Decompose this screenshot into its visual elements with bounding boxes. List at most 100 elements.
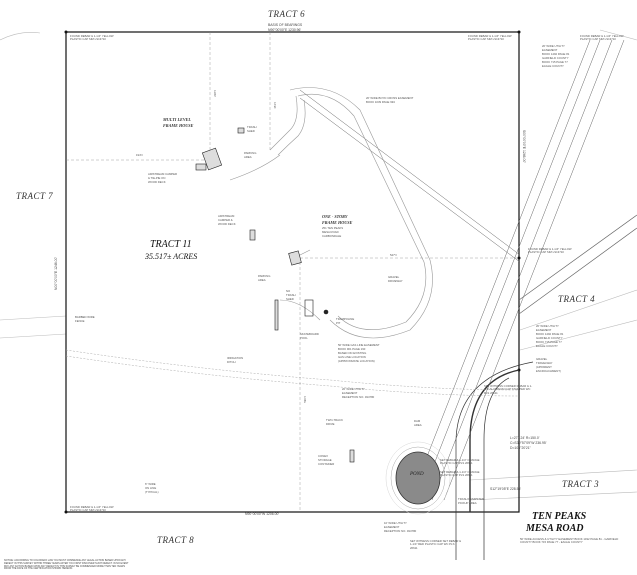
adjoining-lines: [0, 29, 637, 501]
monument-e: FOUND REBAR & 1-1/4" YELLOW PLASTIC CAP …: [528, 247, 572, 255]
irrigation-label-2: DITCH: [227, 360, 236, 364]
trampoline-label-2: PIT: [336, 321, 341, 325]
monument-s3: SET WITNESS CORNER REBAR & 1-1/4" ALUMIN…: [484, 384, 533, 395]
dim-3: 547'±: [390, 253, 397, 257]
airstream-b-label: AIRSTREAM: [218, 214, 235, 218]
easement-2d: GARFIELD COUNTY: [542, 56, 569, 60]
tract-4-label: TRACT 4: [558, 294, 596, 304]
parking-label: PARKING: [244, 151, 257, 155]
airstream-label: AIRSTREAM CAMPER: [148, 172, 178, 176]
barbed-wire-label: BARBED WIRE: [75, 315, 95, 319]
multi-level-label-2: FRAME HOUSE: [163, 123, 194, 128]
basis-of-bearings: BASIS OF BEARINGS: [268, 23, 303, 27]
curve-line-2: C=S39°57'09"W 236.95': [510, 441, 547, 445]
easement-6c: RECEPTION NO. 494780: [384, 529, 417, 533]
tract-11-title: TRACT 11: [150, 239, 192, 250]
trash-shed-label-2: SHED: [247, 129, 255, 133]
tract-7-label: TRACT 7: [16, 191, 54, 201]
no-trash-label-3: SHED: [286, 297, 294, 301]
monuments: [64, 30, 521, 514]
monument-s1: SET REBAR & 1-1/4" ORANGE PLASTIC CAP PL…: [440, 458, 480, 466]
trampoline-label: TRAMPOLINE: [336, 317, 355, 321]
irrigation-ditch: [65, 349, 520, 397]
two-track-label: TWO-TRACK: [326, 418, 343, 422]
easement-3d: GARFIELD COUNTY: [536, 336, 563, 340]
fence-label-3: (TYPICAL): [145, 490, 159, 494]
tract-8-label: TRACT 8: [157, 535, 195, 545]
easement-2b: EASEMENT: [542, 48, 558, 52]
barbed-wire-label-2: FENCE: [75, 319, 85, 323]
dam-label: DAM: [414, 419, 421, 423]
easement-5c: RECEPTION NO. 494780: [342, 395, 375, 399]
easement-3e: BOOK 715 PAGE 77: [536, 340, 562, 344]
conex-label-2: STORAGE: [318, 458, 332, 462]
easement-3: 20' WIDE UTILITY: [536, 324, 559, 328]
parking-2-label-2: AREA: [258, 278, 266, 282]
trash-dumpster-label-2: PICKUP AREA: [458, 501, 477, 505]
address-line-2: MESA ROAD: [322, 230, 339, 234]
irrigation-label: IRRIGATION: [227, 356, 244, 360]
easement-4d: GAS LINE LOCATION: [338, 355, 366, 359]
easement-2c: BOOK 1492 PAGE 81: [542, 52, 570, 56]
conex-label-3: CONTAINER: [318, 462, 335, 466]
monument-ne: FOUND REBAR & 1-1/4" YELLOW PLASTIC CAP …: [468, 34, 512, 42]
fence-label: 6" WIRE: [145, 482, 156, 486]
skateboard-label: SKATEBOARD: [300, 332, 319, 336]
dim-2: 194'±: [136, 153, 143, 157]
acreage: 35.517± ACRES: [145, 252, 198, 261]
easement-4e: (APPROXIMATE LOCATION): [338, 359, 375, 363]
legal-notice: NOTICE: ACCORDING TO COLORADO LAW YOU MU…: [4, 559, 129, 571]
monument-s2: SET REBAR & 1-1/4" ORANGE PLASTIC CAP PL…: [440, 470, 480, 478]
parking-2-label: PARKING: [258, 274, 271, 278]
road-name: TEN PEAKS: [532, 511, 587, 522]
easement-2: 20' WIDE UTILITY: [542, 44, 565, 48]
north-bearing: N90°00'00"E 1230.96': [268, 28, 302, 32]
skateboard-label-2: POOL: [300, 336, 308, 340]
easement-3f: EAGLE COUNTY: [536, 344, 558, 348]
monument-ne-2: FOUND REBAR & 1-1/4" YELLOW PLASTIC CAP …: [580, 34, 624, 42]
easement-7b: TRAVELWAY: [536, 361, 553, 365]
airstream-label-3: WOOD DECK: [148, 180, 166, 184]
monument-s4: SET WITNESS CORNER SET REBAR & 1-1/4" RE…: [410, 539, 462, 550]
trash-shed-label: TRASH: [247, 125, 257, 129]
south-bearing: N90°00'00"W 1206.00': [245, 512, 280, 516]
easement-4c: BASED ON EXISTING: [338, 351, 367, 355]
easement-6b: EASEMENT: [384, 525, 400, 529]
airstream-b-label-3: WOOD DECK: [218, 222, 236, 226]
easement-lines: [299, 39, 625, 501]
dim-1: 228'±: [212, 90, 217, 97]
airstream-label-2: & TIE-PIE ON: [148, 176, 166, 180]
road-name-2: MESA ROAD: [526, 523, 584, 534]
gravel-driveway-label-2: DRIVEWAY: [388, 279, 403, 283]
curve-line-3: D=104°20'21": [510, 446, 531, 450]
no-trash-label-2: TRASH: [286, 293, 296, 297]
address-line-1: 251 TEN PEAKS: [322, 226, 344, 230]
airstream-b-label-2: CAMPER &: [218, 218, 233, 222]
easement-7d: ENCROACHMENT): [536, 369, 561, 373]
trash-dumpster-label: TRASH DUMPSTER: [458, 497, 484, 501]
driveway: [229, 87, 433, 339]
dim-5: 590'±: [302, 396, 307, 403]
easement-6: 10' WIDE UTILITY: [384, 521, 407, 525]
easement-5: 20' WIDE UTILITY: [342, 387, 365, 391]
easement-3c: BOOK 1492 PAGE 81: [536, 332, 564, 336]
tract-3-label: TRACT 3: [562, 479, 600, 489]
pond: [395, 451, 441, 505]
easement-7c: (APPARENT: [536, 365, 552, 369]
multi-level-label: MULTI LEVEL: [163, 117, 191, 122]
pond-label: POND: [410, 472, 424, 477]
one-story-label: ONE - STORY: [322, 214, 348, 219]
easement-5b: EASEMENT: [342, 391, 358, 395]
road-easement-note: 50' WIDE ACCESS & UTILITY EASEMENT BOOK …: [520, 537, 619, 545]
easement-2f: EAGLE COUNTY: [542, 64, 564, 68]
one-story-label-2: FRAME HOUSE: [322, 220, 353, 225]
dam-label-2: AREA: [414, 423, 422, 427]
dimension-lines: [66, 32, 519, 512]
easement-2e: BOOK 715 PAGE 77: [542, 60, 568, 64]
no-trash-label: NO: [286, 289, 291, 293]
parking-label-2: AREA: [244, 155, 252, 159]
address-line-3: CARBONDALE: [322, 234, 342, 238]
road-corridor: [455, 214, 637, 560]
easement-4b: BOOK 901 PAGE 190: [338, 347, 366, 351]
